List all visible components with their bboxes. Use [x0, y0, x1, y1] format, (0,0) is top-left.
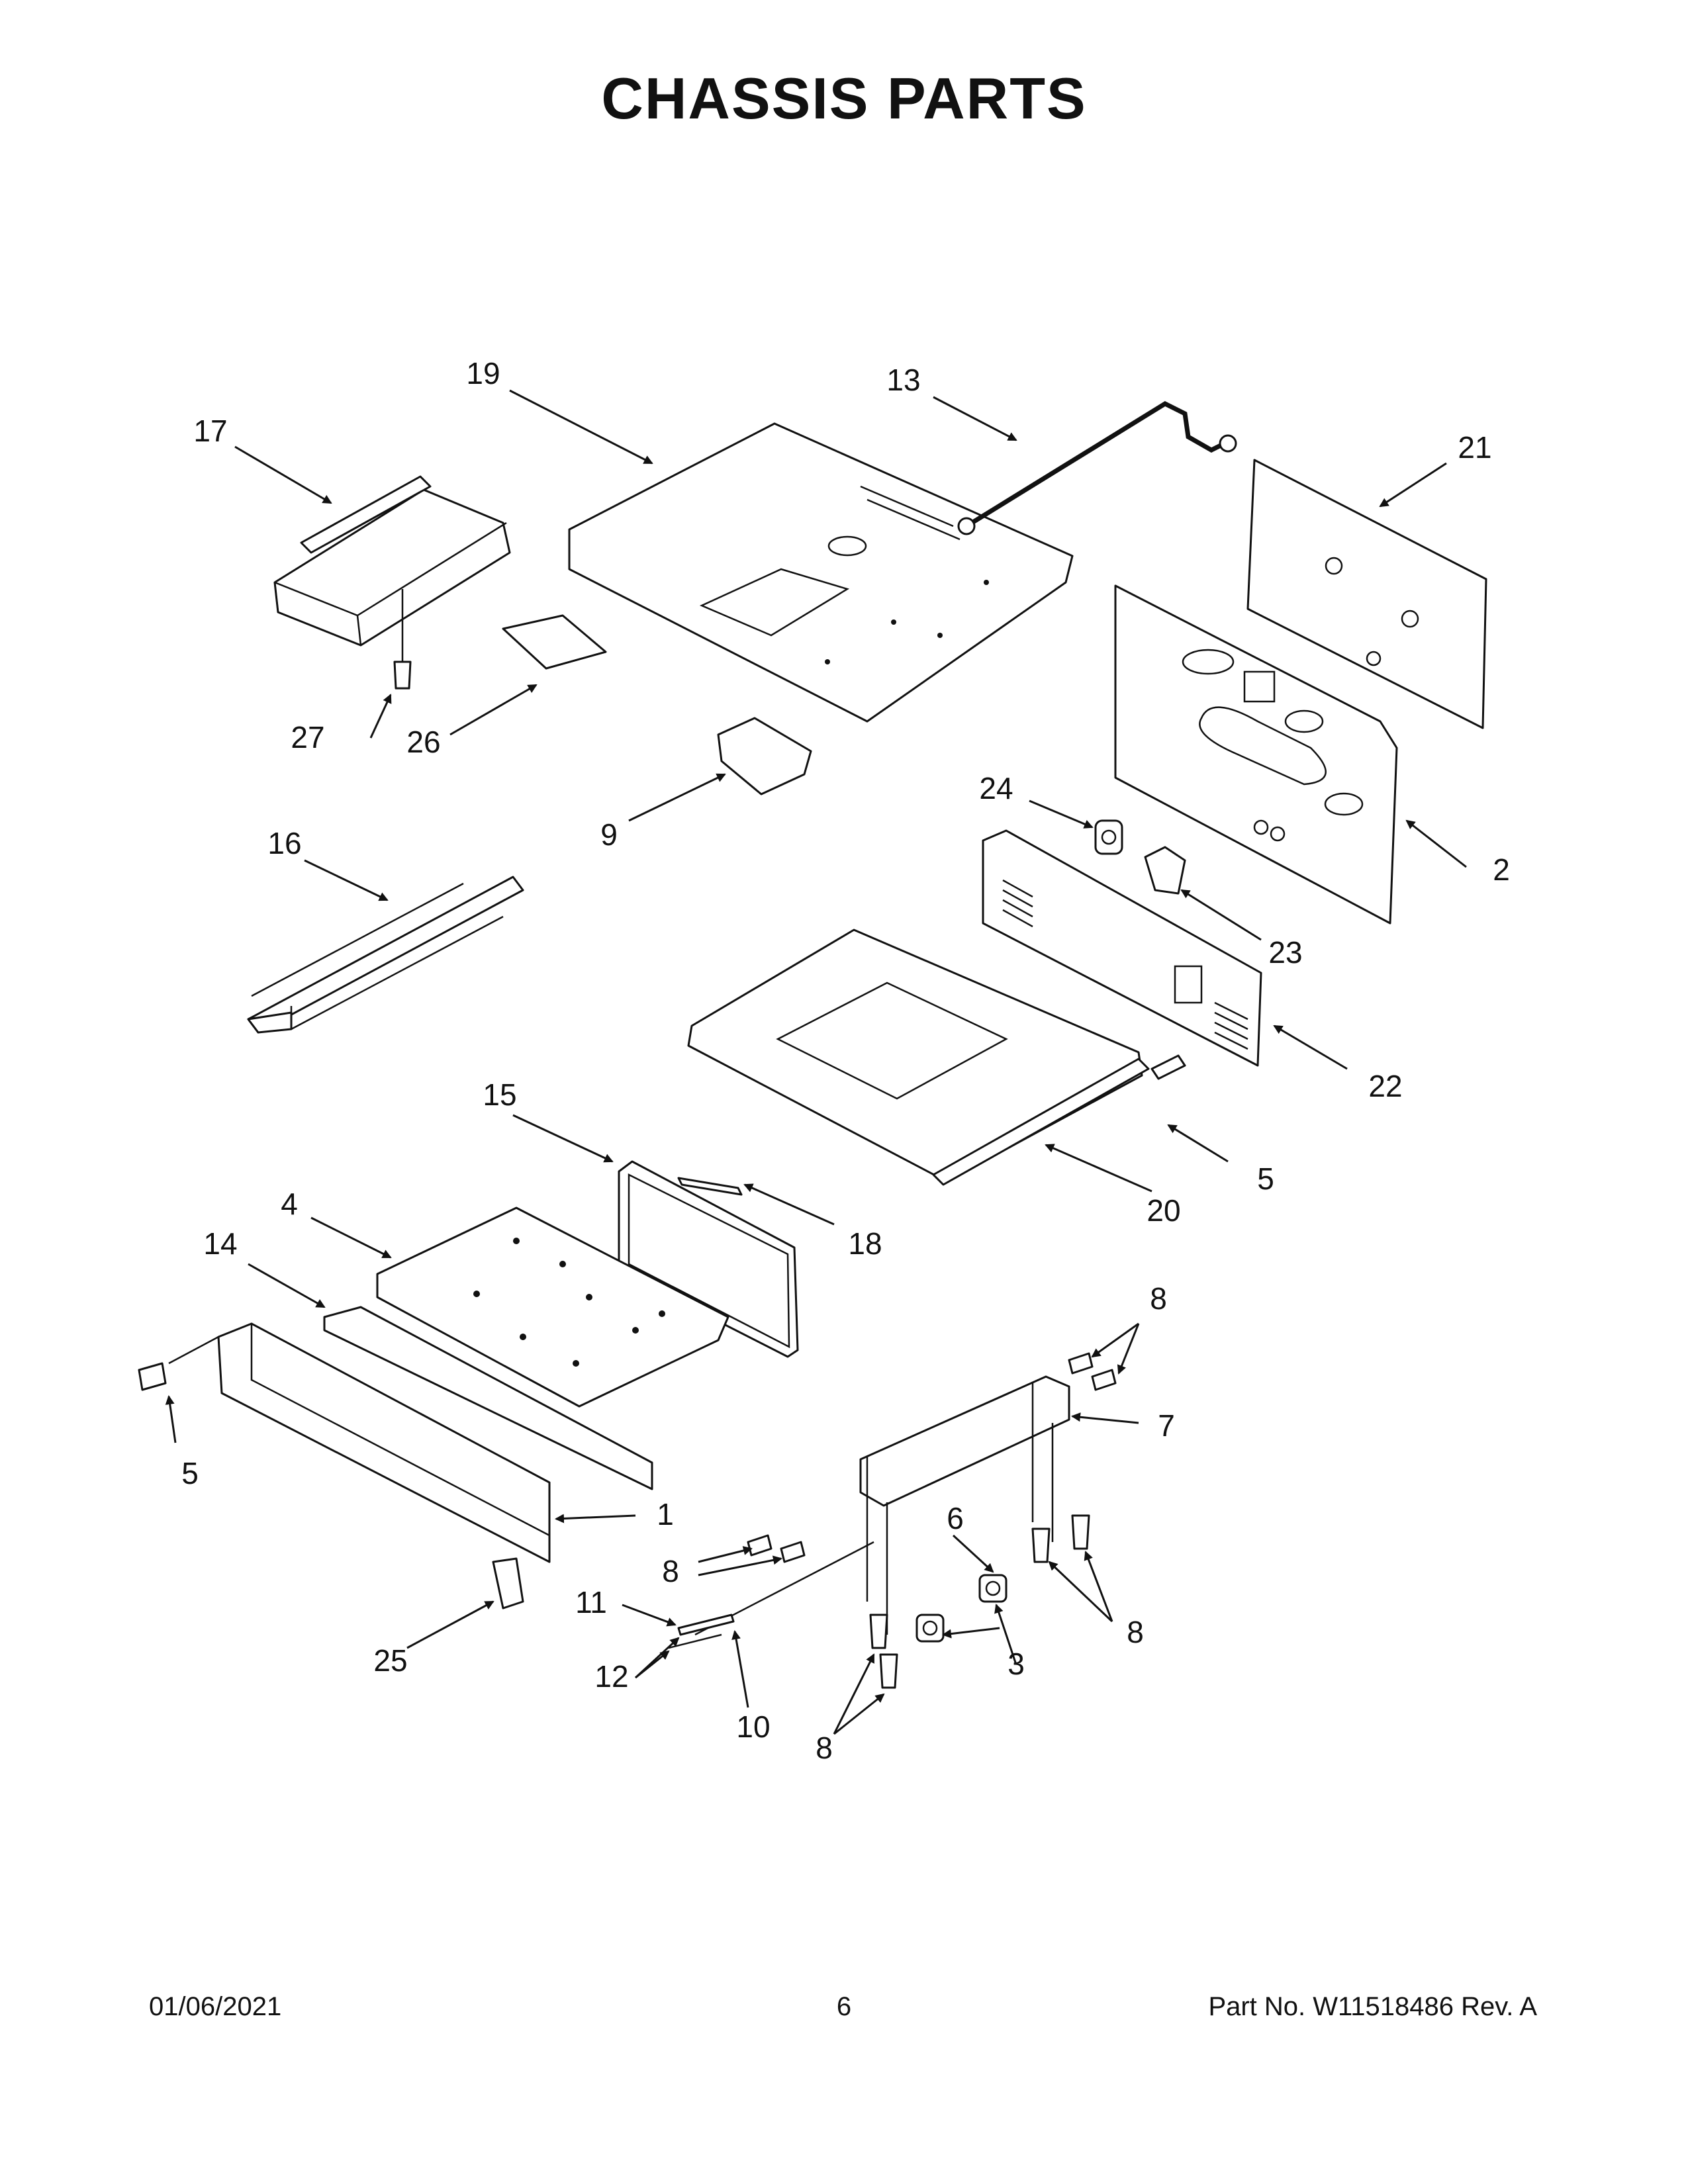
page-title: CHASSIS PARTS — [601, 66, 1087, 131]
callout-9: 9 — [600, 817, 618, 852]
part-22-rear-cover — [982, 829, 1262, 1067]
part-19-base-pan — [568, 422, 1074, 723]
callout-27: 27 — [291, 720, 324, 754]
part-24-thermostat — [1094, 819, 1123, 855]
part-5-screw-left — [138, 1336, 219, 1391]
part-8-screws — [747, 1352, 1117, 1689]
callout-12: 12 — [594, 1659, 628, 1694]
part-20-oven-bottom — [687, 929, 1150, 1186]
callout-23: 23 — [1268, 935, 1302, 970]
part-2-back-panel — [1114, 584, 1398, 925]
callout-1: 1 — [657, 1497, 674, 1531]
part-16-rail — [247, 876, 524, 1034]
part-23-bracket — [1144, 846, 1186, 895]
part-25-bracket — [492, 1557, 524, 1610]
callout-22: 22 — [1368, 1069, 1402, 1103]
callout-3: 3 — [1008, 1647, 1025, 1681]
part-27-screw — [393, 589, 412, 690]
callout-26: 26 — [406, 725, 440, 759]
callout-arrows — [165, 389, 1467, 1735]
callout-8-right: 8 — [1127, 1615, 1144, 1649]
part-9-bracket — [717, 717, 812, 796]
callout-16: 16 — [267, 826, 301, 860]
part-12-pin — [668, 1633, 722, 1649]
callout-10: 10 — [736, 1709, 770, 1744]
part-6-leveling-leg — [978, 1574, 1008, 1603]
callout-24: 24 — [979, 771, 1013, 805]
part-14-trim-strip — [323, 1306, 653, 1490]
part-3-leveling-leg — [915, 1614, 945, 1643]
footer-date: 01/06/2021 — [149, 1992, 282, 2021]
callout-8-bottom: 8 — [816, 1731, 833, 1765]
callout-21: 21 — [1458, 430, 1491, 465]
callout-2: 2 — [1493, 852, 1510, 887]
callout-5-right: 5 — [1257, 1161, 1274, 1196]
callout-11: 11 — [575, 1585, 607, 1619]
part-17-wire-channel — [273, 475, 511, 647]
part-15-gasket-inner — [628, 1173, 790, 1349]
callout-8-top: 8 — [1150, 1281, 1167, 1316]
footer-part-number: Part No. W11518486 Rev. A — [1208, 1992, 1537, 2021]
callout-4: 4 — [281, 1187, 298, 1221]
part-18-clip — [677, 1177, 743, 1196]
callout-5-left: 5 — [181, 1456, 199, 1490]
callout-7: 7 — [1158, 1408, 1175, 1443]
part-7-leveling-base — [859, 1375, 1070, 1635]
callout-8-left: 8 — [662, 1554, 679, 1588]
callout-20: 20 — [1147, 1193, 1180, 1228]
footer-page-number: 6 — [836, 1992, 852, 2021]
callout-25: 25 — [373, 1643, 407, 1678]
callout-6: 6 — [947, 1501, 964, 1535]
callout-19: 19 — [466, 356, 500, 390]
callout-13: 13 — [886, 363, 920, 397]
part-4-floor-panel — [376, 1206, 729, 1408]
part-11-rod — [677, 1614, 735, 1636]
part-1-kick-panel — [217, 1322, 551, 1563]
part-13-gas-tube — [957, 400, 1237, 535]
part-5-screw-right — [1150, 1054, 1186, 1080]
callout-14: 14 — [203, 1226, 237, 1261]
callout-15: 15 — [483, 1077, 516, 1112]
callout-18: 18 — [848, 1226, 882, 1261]
callout-17: 17 — [193, 414, 227, 448]
part-21-rear-panel — [1246, 459, 1487, 729]
part-26-bracket — [502, 614, 607, 670]
